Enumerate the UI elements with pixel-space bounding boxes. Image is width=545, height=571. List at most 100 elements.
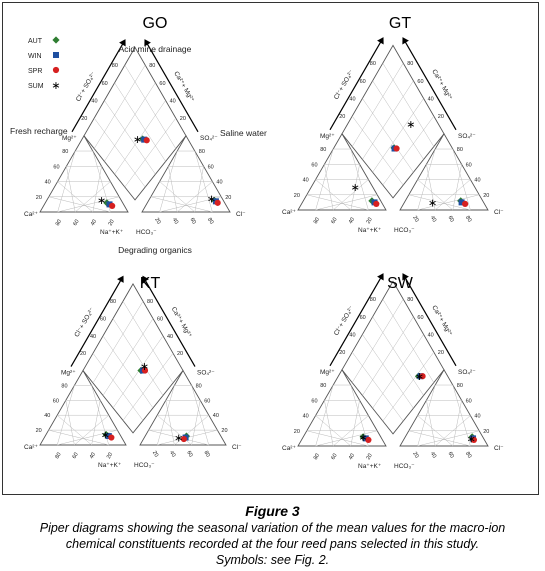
hco3-axis-label: HCO₃⁻	[394, 227, 415, 234]
point-sum-diamond: ∗	[140, 360, 149, 373]
left-arrow-head	[117, 275, 124, 283]
tick-label: 80	[370, 61, 376, 67]
nak-axis-label: Na⁺+K⁺	[358, 463, 382, 470]
diagram-title: SW	[387, 275, 414, 292]
diamond-grid	[372, 334, 424, 409]
diamond-grid	[114, 82, 166, 162]
left-arrow-head	[119, 39, 126, 47]
tick-label: 40	[90, 219, 98, 227]
tick-label: 80	[313, 217, 321, 225]
diagram-title: GT	[389, 15, 411, 32]
so4-axis-label: SO₄²⁻	[458, 369, 476, 376]
ca-axis-label: Ca²⁺	[24, 211, 38, 218]
tick-label: 80	[320, 383, 326, 389]
cation-triangle-grid	[91, 400, 101, 446]
so4-axis-label: SO₄²⁻	[200, 135, 218, 142]
tick-label: 80	[196, 383, 202, 389]
ca-axis-label: Ca²⁺	[24, 444, 38, 451]
point-sum-diamond: ∗	[133, 133, 142, 146]
nak-axis-label: Na⁺+K⁺	[358, 227, 382, 234]
hco3-axis-label: HCO₃⁻	[394, 463, 415, 470]
tick-label: 20	[339, 350, 345, 356]
tick-label: 20	[366, 217, 374, 225]
diamond	[82, 283, 184, 434]
cation-triangle-grid	[315, 415, 351, 447]
cation-triangle-grid	[57, 415, 92, 446]
tick-label: 40	[213, 413, 219, 419]
tick-label: 60	[100, 317, 106, 323]
anion-triangle	[141, 134, 231, 213]
right-arrow-shaft	[404, 277, 457, 367]
anion-triangle-grid	[148, 429, 209, 446]
diamond-grid	[124, 64, 177, 149]
right-arrow-head	[142, 275, 149, 283]
tick-label: 60	[204, 398, 210, 404]
tick-label: 20	[36, 195, 42, 201]
diamond-grid	[382, 62, 435, 147]
cation-triangle-grid	[306, 194, 369, 211]
diamond-grid	[122, 301, 174, 384]
tick-label: 60	[102, 81, 108, 87]
diamond-grid	[102, 318, 154, 396]
tick-label: 20	[106, 452, 114, 460]
diamond-grid	[382, 298, 435, 383]
tick-label: 60	[466, 162, 472, 168]
tick-label: 60	[330, 453, 338, 461]
tick-label: 60	[466, 398, 472, 404]
diamond-grid	[102, 335, 154, 409]
so4-axis-label: SO₄²⁻	[197, 370, 215, 377]
diamond-grid	[351, 351, 404, 422]
diamond-right-arrow-label: Ca²⁺+ Mg²⁺	[172, 70, 195, 104]
anion-triangle-grid	[417, 415, 453, 447]
left-arrow-shaft	[329, 277, 382, 367]
point-sum-cation: ∗	[351, 181, 360, 194]
diamond-grid	[372, 98, 424, 173]
tick-label: 80	[464, 451, 472, 459]
cation-triangle-grid	[333, 415, 369, 447]
diamond-grid	[114, 100, 166, 175]
point-spr-cation	[365, 436, 372, 444]
left-arrow-shaft	[71, 43, 124, 133]
tick-label: 80	[370, 297, 376, 303]
point-sum-anion: ∗	[467, 432, 476, 445]
tick-label: 20	[153, 217, 161, 225]
diamond-grid	[382, 115, 435, 186]
diamond	[341, 280, 445, 435]
anion-triangle-grid	[452, 164, 462, 211]
diamond-right-arrow-label: Ca²⁺+ Mg²⁺	[170, 306, 193, 340]
cation-triangle-grid	[57, 196, 120, 213]
tick-label: 80	[320, 147, 326, 153]
hco3-axis-label: HCO₃⁻	[134, 462, 155, 469]
tick-label: 40	[474, 414, 480, 420]
tick-label: 20	[411, 451, 419, 459]
cation-triangle-grid	[48, 196, 111, 213]
legend-label-win: WIN	[28, 53, 42, 60]
point-sum-cation: ∗	[101, 429, 110, 442]
diamond	[83, 46, 187, 201]
anion-triangle-grid	[435, 179, 471, 211]
tick-label: 20	[36, 428, 42, 434]
cation-triangle-grid	[74, 415, 109, 446]
tick-label: 80	[202, 450, 210, 458]
tick-label: 40	[89, 452, 97, 460]
anion-triangle-grid	[159, 196, 222, 213]
anion-triangle-grid	[150, 196, 213, 213]
mg-axis-label: Mg²⁺	[62, 135, 77, 142]
tick-label: 60	[360, 79, 366, 85]
diamond-right-arrow-label: Ca²⁺+ Mg²⁺	[430, 304, 453, 338]
tick-label: 40	[429, 451, 437, 459]
point-spr-cation	[108, 434, 115, 441]
right-arrow-head	[402, 37, 409, 45]
anion-triangle-grid	[417, 430, 480, 447]
cl-axis-label: Cl⁻	[494, 209, 504, 216]
caption-line-1: Piper diagrams showing the seasonal vari…	[39, 521, 506, 535]
tick-label: 20	[483, 193, 489, 199]
point-spr-diamond	[419, 373, 426, 380]
tick-label: 40	[44, 413, 50, 419]
diamond-grid	[362, 80, 414, 160]
